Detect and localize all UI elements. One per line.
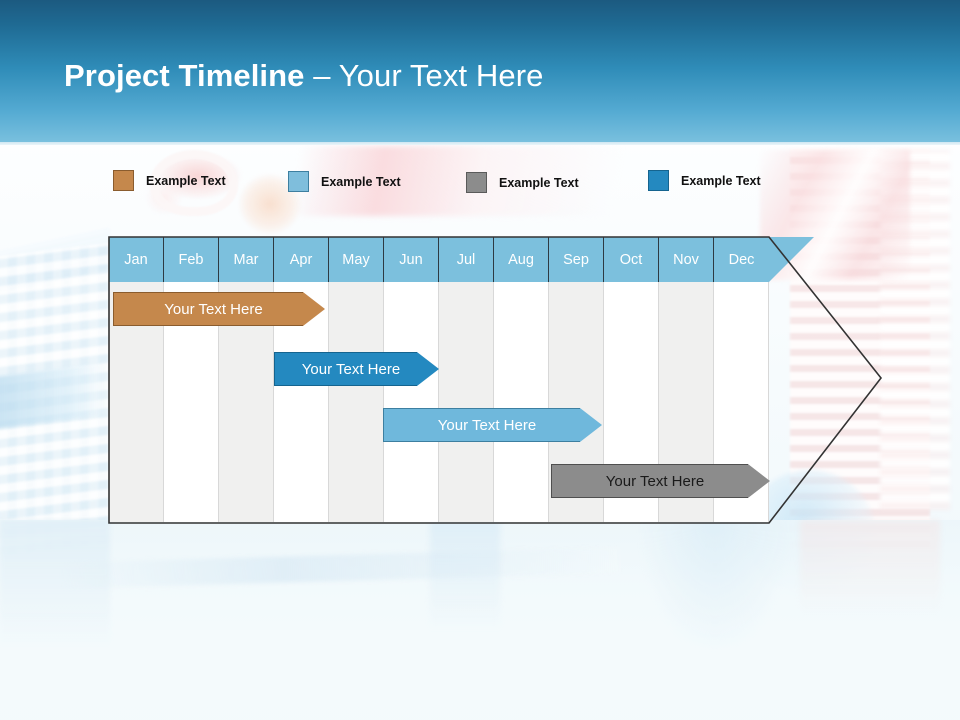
month-header-jul[interactable]: Jul: [439, 237, 494, 282]
page-title-light: – Your Text Here: [304, 58, 544, 93]
month-header-jan[interactable]: Jan: [109, 237, 164, 282]
grid-column-jan: [109, 237, 164, 522]
task-bar-2[interactable]: Your Text Here: [274, 352, 439, 386]
legend-item-1[interactable]: Example Text: [113, 170, 226, 191]
month-header-dec[interactable]: Dec: [714, 237, 769, 282]
month-header-may[interactable]: May: [329, 237, 384, 282]
task-bar-label-4: Your Text Here: [551, 464, 748, 498]
month-header-feb[interactable]: Feb: [164, 237, 219, 282]
legend-label-1: Example Text: [146, 173, 226, 188]
grid-column-feb: [164, 237, 219, 522]
floor-reflection-right: [640, 520, 790, 650]
legend-swatch-icon-4: [648, 170, 669, 191]
month-header-oct[interactable]: Oct: [604, 237, 659, 282]
legend-item-3[interactable]: Example Text: [466, 172, 579, 193]
month-header-mar[interactable]: Mar: [219, 237, 274, 282]
legend-label-3: Example Text: [499, 175, 579, 190]
task-bar-arrowhead-1: [303, 292, 325, 326]
legend-label-2: Example Text: [321, 174, 401, 189]
task-bar-1[interactable]: Your Text Here: [113, 292, 325, 326]
task-bar-3[interactable]: Your Text Here: [383, 408, 602, 442]
task-bar-label-1: Your Text Here: [113, 292, 303, 326]
legend-item-4[interactable]: Example Text: [648, 170, 761, 191]
legend-label-4: Example Text: [681, 173, 761, 188]
month-header-nov[interactable]: Nov: [659, 237, 714, 282]
month-header-jun[interactable]: Jun: [384, 237, 439, 282]
legend-item-2[interactable]: Example Text: [288, 171, 401, 192]
month-header-arrow-tip: [769, 237, 814, 282]
chart-arrow-outline: [108, 236, 883, 524]
task-bar-arrowhead-2: [417, 352, 439, 386]
grid-column-jul: [439, 237, 494, 522]
month-header-apr[interactable]: Apr: [274, 237, 329, 282]
grid-column-mar: [219, 237, 274, 522]
right-stack-reflection: [800, 520, 940, 640]
legend-swatch-icon-1: [113, 170, 134, 191]
task-bar-arrowhead-3: [580, 408, 602, 442]
month-header-sep[interactable]: Sep: [549, 237, 604, 282]
pink-ribbon-photo-element: [300, 146, 630, 216]
left-box-reflection: [0, 520, 110, 670]
legend-swatch-icon-2: [288, 171, 309, 192]
header-divider-rule: [0, 142, 960, 145]
month-header-aug[interactable]: Aug: [494, 237, 549, 282]
task-bar-label-2: Your Text Here: [274, 352, 417, 386]
header-band: [0, 0, 960, 142]
page-title: Project Timeline – Your Text Here: [64, 58, 543, 94]
pacifier-ring-photo-element: [150, 150, 238, 216]
floor-reflection-left: [430, 520, 500, 630]
task-bar-label-3: Your Text Here: [383, 408, 580, 442]
page-title-strong: Project Timeline: [64, 58, 305, 93]
grid-column-aug: [494, 237, 549, 522]
legend-swatch-icon-3: [466, 172, 487, 193]
task-bar-4[interactable]: Your Text Here: [551, 464, 770, 498]
task-bar-arrowhead-4: [748, 464, 770, 498]
